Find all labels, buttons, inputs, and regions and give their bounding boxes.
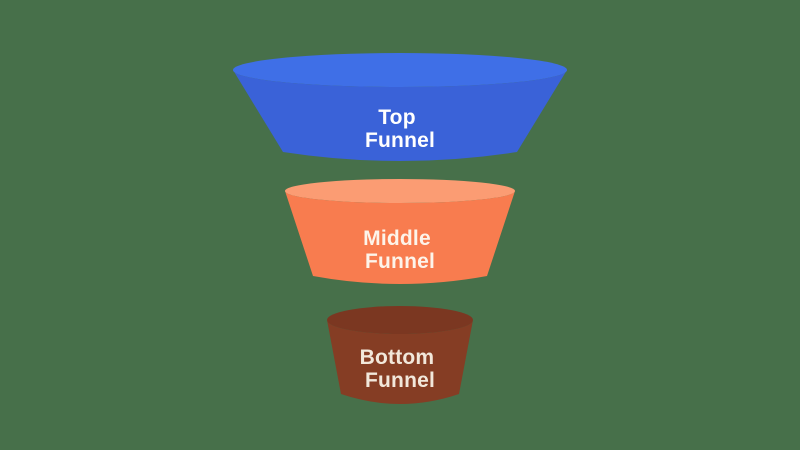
- funnel-stage-bottom-label-line1: Bottom: [360, 346, 435, 369]
- funnel-stage-bottom-label-line2: Funnel: [365, 369, 435, 392]
- funnel-stage-middle-label: Middle Funnel: [363, 227, 437, 273]
- funnel-stage-top-body: [233, 70, 567, 161]
- funnel-stage-top-rim: [233, 53, 567, 87]
- funnel-stage-middle-body: [285, 191, 515, 284]
- funnel-stage-bottom-body: [327, 320, 473, 404]
- funnel-stage-top-label-line2: Funnel: [365, 129, 435, 152]
- funnel-stage-middle-label-line1: Middle: [363, 227, 431, 250]
- funnel-stage-middle-rim: [285, 179, 515, 203]
- funnel-stage-top-label-line1: Top: [378, 106, 416, 129]
- funnel-stage-bottom: Bottom Funnel: [327, 306, 473, 404]
- funnel-stage-bottom-label: Bottom Funnel: [360, 346, 441, 392]
- funnel-stage-bottom-rim: [327, 306, 473, 334]
- funnel-stage-middle: Middle Funnel: [285, 179, 515, 284]
- funnel-stage-top-label: Top Funnel: [365, 106, 435, 152]
- funnel-stage-top: Top Funnel: [233, 53, 567, 161]
- funnel-stage-middle-label-line2: Funnel: [365, 250, 435, 273]
